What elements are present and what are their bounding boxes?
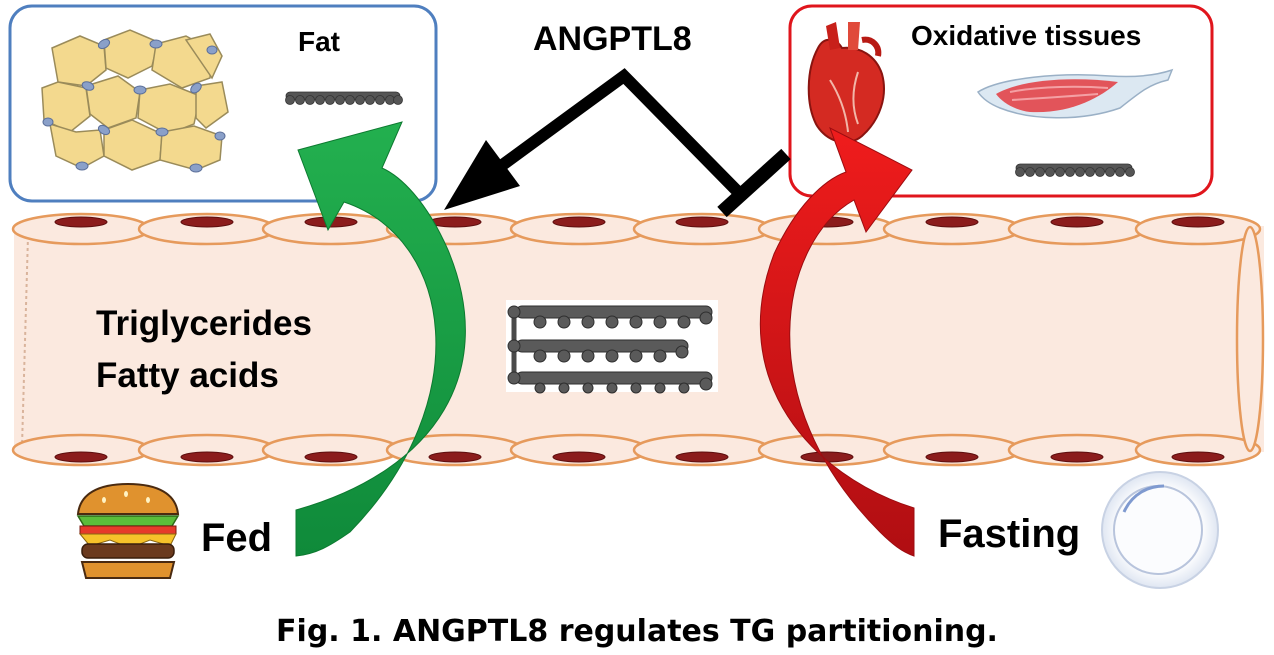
fat-label: Fat (298, 26, 340, 57)
muscle-icon (976, 68, 1174, 119)
fed-label: Fed (201, 516, 273, 560)
lipid-molecule-icon (1015, 163, 1135, 177)
angptl8-inhibition-bar (717, 148, 791, 218)
fasting-label: Fasting (938, 512, 1081, 556)
burger-icon (76, 482, 180, 579)
oxidative-tissues-label: Oxidative tissues (911, 20, 1142, 51)
triglyceride-molecule-icon (506, 300, 718, 394)
lipid-molecule-icon (285, 91, 403, 105)
angptl8-branch-lines (456, 68, 747, 201)
triglycerides-label: Triglycerides (96, 304, 312, 343)
vessel-bottom-wall (11, 433, 1262, 467)
adipocytes-icon (41, 29, 229, 171)
vessel-top-wall (11, 212, 1262, 246)
adipocyte-nuclei (42, 38, 226, 173)
figure-caption: Fig. 1. ANGPTL8 regulates TG partitionin… (276, 614, 998, 649)
fed-arrow (295, 121, 466, 557)
heart-icon (807, 22, 885, 144)
angptl8-label: ANGPTL8 (533, 20, 692, 58)
plate-icon (1101, 471, 1219, 589)
angptl8-stimulation-arrowhead (444, 140, 520, 210)
fatty-acids-label: Fatty acids (96, 356, 279, 395)
vessel-end (1235, 225, 1265, 453)
endothelial-nuclei (54, 216, 1225, 463)
fasting-arrow (759, 126, 915, 557)
